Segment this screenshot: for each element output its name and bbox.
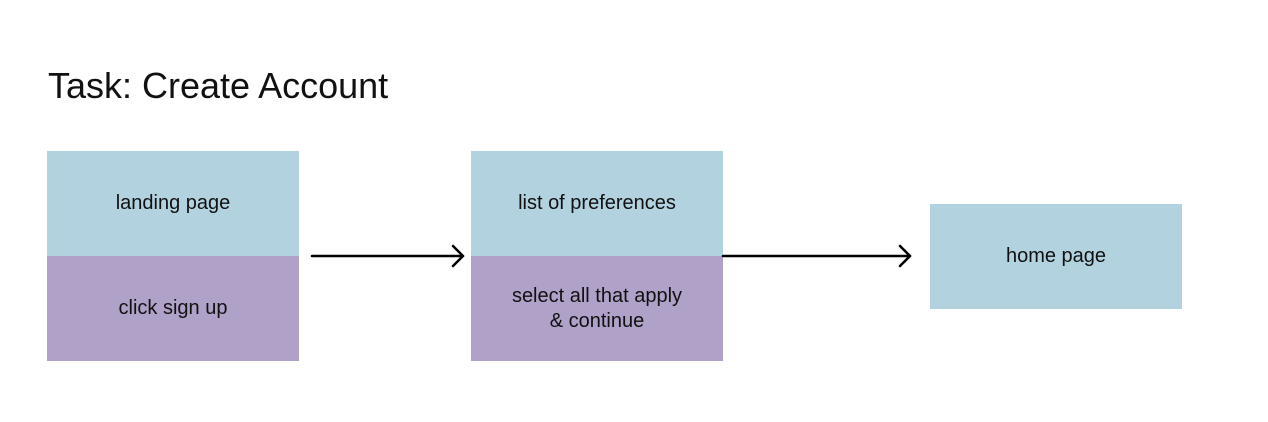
step-2-screen-label: list of preferences [518,192,676,214]
step-2-action-box: select all that apply & continue [471,256,723,361]
step-2-screen-box: list of preferences [471,151,723,256]
arrow-1-icon [310,244,465,268]
step-1-action-box: click sign up [47,256,299,361]
step-1-action-label: click sign up [118,297,228,319]
step-3-screen-box: home page [930,204,1182,309]
step-1-screen-label: landing page [115,192,231,214]
page-title: Task: Create Account [48,65,389,106]
step-2-action-label: select all that apply & continue [511,284,683,332]
step-1-screen-box: landing page [47,151,299,256]
step-3-screen-label: home page [1005,245,1107,267]
arrow-2-icon [721,244,912,268]
